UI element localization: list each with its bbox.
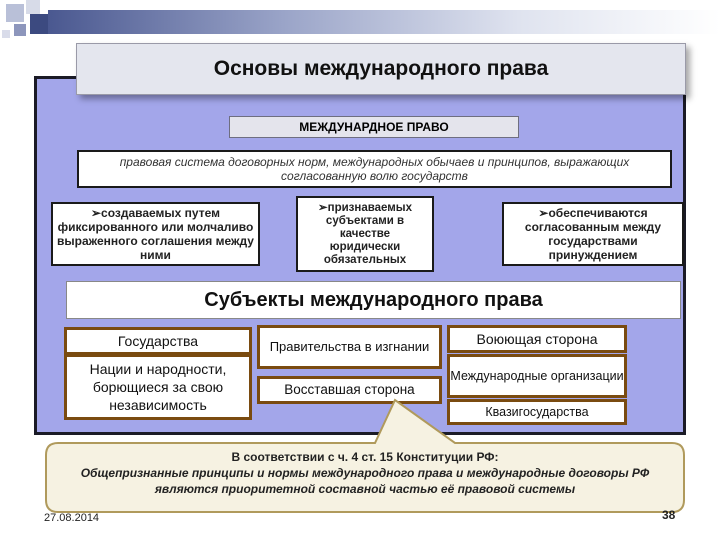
feature-box-binding: ➢признаваемых субъектами в качестве юрид… — [296, 196, 434, 272]
feature-box-agreement: ➢создаваемых путем фиксированного или мо… — [51, 202, 260, 266]
callout-text: В соответствии с ч. 4 ст. 15 Конституции… — [50, 449, 680, 507]
callout-body: Общепризнанные принципы и нормы междунар… — [80, 466, 650, 496]
callout-lead: В соответствии с ч. 4 ст. 15 Конституции… — [231, 450, 499, 464]
definition-box: правовая система договорных норм, междун… — [77, 150, 672, 188]
subject-governments-in-exile: Правительства в изгнании — [257, 325, 442, 369]
subject-rebel-side: Восставшая сторона — [257, 376, 442, 404]
page-number: 38 — [662, 508, 676, 522]
subject-belligerent: Воюющая сторона — [447, 325, 627, 353]
footer-date: 27.08.2014 — [44, 512, 100, 524]
subject-states: Государства — [64, 327, 252, 355]
header-gradient-band — [48, 10, 720, 34]
corner-decoration — [0, 0, 60, 50]
slide-title: Основы международного права — [213, 57, 549, 80]
subject-quasi-states: Квазигосударства — [447, 399, 627, 425]
feature-box-enforcement: ➢обеспечиваются согласованным между госу… — [502, 202, 684, 266]
concept-label: МЕЖДУНАРДНОЕ ПРАВО — [229, 116, 519, 138]
slide-title-box: Основы международного права — [76, 43, 686, 95]
subjects-heading: Субъекты международного права — [66, 281, 681, 319]
subject-nations: Нации и народности, борющиеся за свою не… — [64, 354, 252, 420]
subject-international-organizations: Международные организации — [447, 354, 627, 398]
